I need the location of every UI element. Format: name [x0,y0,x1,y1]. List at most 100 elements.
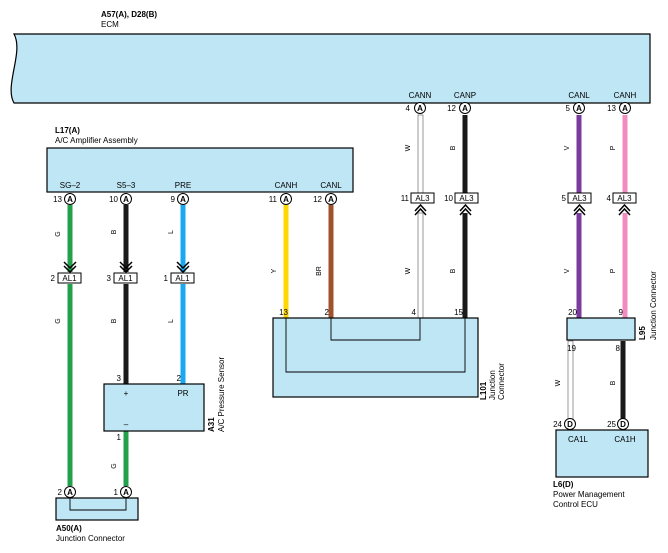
l6-box [555,429,649,478]
ac-amp-pin-10: 10 A [109,193,132,205]
pin-conn: A [576,104,582,113]
al3-connector-11: 11 AL3 [401,192,435,216]
a31-box [103,383,205,432]
wire-code-y: Y [271,268,278,273]
connector-code: AL1 [62,274,77,283]
pin-number: 13 [607,104,616,113]
a31-ref: A31 [207,417,216,432]
l6-pin-label-ca1l: CA1L [568,435,589,444]
ac-amp-pin-label-s53: S5–3 [117,181,136,190]
l6-pin-24: 24 D [553,418,576,430]
al1-connector-1: 1 AL1 [164,261,195,284]
pin-number: 4 [406,104,411,113]
wire-code-v-1: V [564,145,571,150]
l101-box [272,317,479,398]
wire-code-b-2: B [111,318,118,323]
pin-number: 11 [269,195,278,204]
wire-code-l-2: L [168,319,175,323]
pin-number: 11 [401,194,410,203]
wire-code-b-3: B [450,145,457,150]
l6-name-line2: Control ECU [553,500,598,509]
a31-pr: PR [177,389,188,398]
wire-code-g-3: G [111,463,118,468]
wire-w-upper [417,114,424,194]
pin-conn: A [123,195,129,204]
pin-conn: D [620,420,626,429]
l6-name-line1: Power Management [553,490,625,499]
l95-pin-9: 9 [619,308,624,317]
ac-amp-pin-13: 13 A [53,193,76,205]
l101-internal-2 [330,318,421,341]
ecm-pin-13: 13 A [607,102,631,114]
wire-code-p-1: P [610,145,617,150]
l101-pin-4: 4 [412,308,417,317]
chevron-down-icon [63,261,77,274]
al3-connector-4: 4 AL3 [607,192,637,216]
l101-pin-2: 2 [325,308,330,317]
al3-connector-5: 5 AL3 [562,192,592,216]
ecm-pin-12: 12 A [447,102,471,114]
pin-number: 12 [447,104,456,113]
l101-pin-13: 13 [279,308,288,317]
connector-code: AL3 [415,194,430,203]
wire-code-w-3: W [555,379,562,386]
pin-number: 1 [114,488,119,497]
ecm-ref: A57(A), D28(B) [101,10,157,19]
pin-number: 12 [313,195,322,204]
a31-minus: – [124,420,129,429]
l101-label: L101 Junction Connector [479,363,506,400]
pin-conn: A [283,195,289,204]
a31-pin-1: 1 [117,433,122,442]
ac-amp-pin-label-canl: CANL [320,181,342,190]
pin-number: 2 [51,274,56,283]
chevron-down-icon [176,261,190,274]
a50-pin-1: 1 A [114,486,132,498]
chevron-down-icon [119,261,133,274]
al3-connector-10: 10 AL3 [444,192,479,216]
pin-conn: A [67,195,73,204]
a50-ref: A50(A) [56,524,82,533]
ecm-pin-label-canp: CANP [454,91,476,100]
wire-code-labels: G G B B L L G Y BR W W B B V V P P W B [55,144,617,468]
al1-connector-3: 3 AL1 [107,261,138,284]
l95-box [566,317,636,341]
l101-name-line1: Junction [488,370,497,400]
pin-conn: A [67,488,73,497]
pin-conn: A [180,195,186,204]
ecm-pin-4: 4 A [406,102,426,114]
ac-amp-pin-label-canh: CANH [275,181,298,190]
l6-ref: L6(D) [553,480,574,489]
l6-pin-25: 25 D [607,418,629,430]
wire-code-w-1: W [405,144,412,151]
pin-conn: A [123,488,129,497]
ecm-name: ECM [101,20,119,29]
ac-amp-pin-label-sg2: SG–2 [60,181,81,190]
connector-code: AL3 [572,194,587,203]
wire-code-p-2: P [610,268,617,273]
wire-code-b-5: B [610,380,617,385]
l101-internal-1 [285,318,466,373]
chevron-up-icon [618,203,631,216]
wire-w-lower [417,212,424,319]
ecm-pin-label-canl: CANL [568,91,590,100]
chevron-up-icon [414,203,427,216]
a50-box [55,497,139,521]
l95-ref: L95 [638,326,647,340]
a31-name: A/C Pressure Sensor [217,357,226,432]
wire-code-g-2: G [55,318,62,323]
pin-conn: A [328,195,334,204]
l101-pin-15: 15 [454,308,463,317]
l6-pin-label-ca1h: CA1H [614,435,636,444]
l95-name: Junction Connector [649,271,658,340]
l95-pin-19: 19 [567,344,576,353]
pin-number: 3 [107,274,112,283]
connector-code: AL3 [617,194,632,203]
wire-code-g-1: G [55,231,62,236]
pin-conn: A [622,104,628,113]
a31-pin-2: 2 [177,374,182,383]
ecm-box [10,33,651,104]
pin-number: 5 [562,194,567,203]
a50-name: Junction Connector [56,534,125,543]
pin-conn: A [462,104,468,113]
